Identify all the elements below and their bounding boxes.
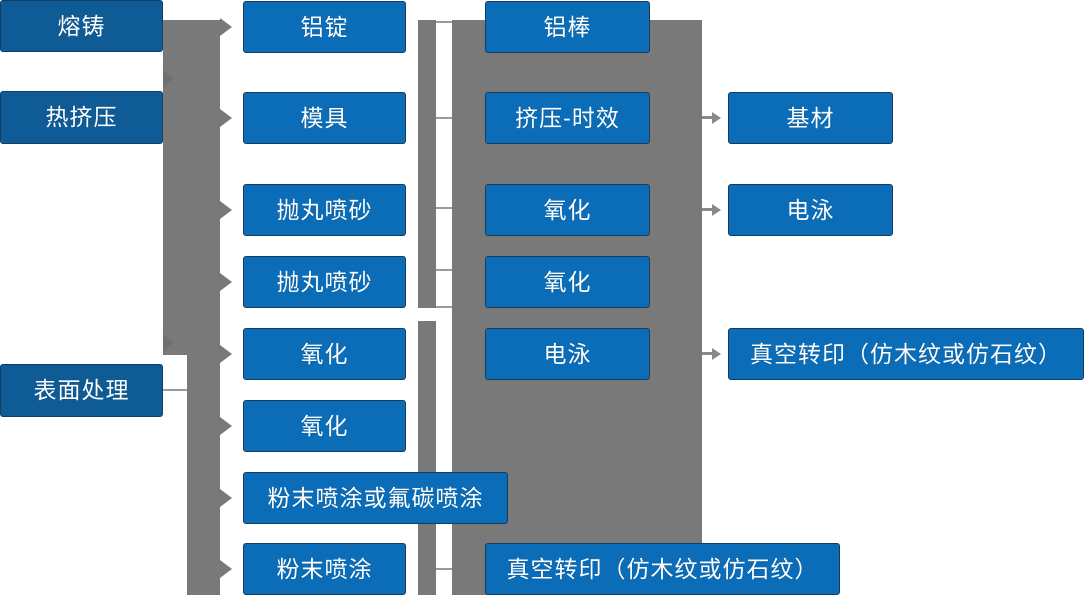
node-vacuum-transfer-2[interactable]: 真空转印（仿木纹或仿石纹）: [728, 328, 1084, 380]
arrow-to-die-mold: [220, 109, 232, 127]
node-extrusion-aging[interactable]: 挤压-时效: [485, 92, 650, 144]
stem-to-vacuum-transfer-2: [702, 352, 712, 355]
arrow-to-vacuum-transfer-2: [712, 348, 721, 360]
node-base-material[interactable]: 基材: [728, 92, 893, 144]
left-band-top-cap: [163, 20, 220, 38]
node-label: 粉末喷涂: [276, 555, 373, 582]
arrow-to-aluminum-ingot: [220, 18, 232, 36]
node-label: 粉末喷涂或氟碳喷涂: [267, 484, 484, 511]
band-chevron-1: [163, 70, 173, 88]
band-notch-2: [163, 391, 187, 595]
node-label: 热挤压: [45, 104, 118, 130]
node-label: 铝锭: [300, 13, 349, 40]
node-label: 模具: [300, 104, 349, 131]
node-electrophoresis-1[interactable]: 电泳: [485, 328, 650, 380]
middle-narrow-bar-upper: [418, 20, 436, 308]
middle-narrow-bar-lower: [418, 321, 436, 595]
node-label: 氧化: [543, 268, 592, 295]
node-melt-cast[interactable]: 熔铸: [0, 0, 163, 52]
arrow-to-oxidation-1: [220, 345, 232, 363]
node-oxidation-4[interactable]: 氧化: [485, 256, 650, 308]
surface-treatment-stub: [163, 389, 187, 391]
node-die-mold[interactable]: 模具: [243, 92, 406, 144]
node-shot-blast-1[interactable]: 抛丸喷砂: [243, 184, 406, 236]
node-label: 电泳: [543, 340, 592, 367]
arrow-to-base-material: [712, 112, 721, 124]
arrow-to-shot-blast-1: [220, 201, 232, 219]
node-oxidation-2[interactable]: 氧化: [243, 400, 406, 452]
arrow-to-shot-blast-2: [220, 273, 232, 291]
node-powder-or-pvdf-spray[interactable]: 粉末喷涂或氟碳喷涂: [243, 472, 508, 524]
stem-to-electrophoresis-2: [702, 208, 712, 211]
arrow-to-powder-or-pvdf: [220, 489, 232, 507]
node-label: 真空转印（仿木纹或仿石纹）: [506, 555, 819, 582]
node-label: 抛丸喷砂: [276, 196, 373, 223]
arrow-to-electrophoresis-2: [712, 204, 721, 216]
band-notch: [163, 355, 187, 389]
node-powder-spray[interactable]: 粉末喷涂: [243, 543, 406, 595]
node-label: 电泳: [786, 196, 835, 223]
stem-to-base-material: [702, 116, 712, 119]
node-aluminum-ingot[interactable]: 铝锭: [243, 1, 406, 53]
node-label: 表面处理: [33, 377, 130, 403]
node-label: 氧化: [543, 196, 592, 223]
node-label: 真空转印（仿木纹或仿石纹）: [750, 340, 1062, 367]
node-surface-treatment[interactable]: 表面处理: [0, 364, 163, 417]
node-label: 挤压-时效: [515, 104, 620, 131]
band-chevron-2: [163, 334, 173, 352]
arrow-to-powder-spray: [220, 560, 232, 578]
node-label: 抛丸喷砂: [276, 268, 373, 295]
node-label: 熔铸: [57, 12, 106, 39]
node-oxidation-1[interactable]: 氧化: [243, 328, 406, 380]
node-electrophoresis-2[interactable]: 电泳: [728, 184, 893, 236]
node-aluminum-bar[interactable]: 铝棒: [485, 1, 650, 53]
arrow-to-oxidation-2: [220, 417, 232, 435]
node-label: 氧化: [300, 412, 349, 439]
node-shot-blast-2[interactable]: 抛丸喷砂: [243, 256, 406, 308]
node-label: 基材: [786, 104, 835, 131]
node-label: 氧化: [300, 340, 349, 367]
node-hot-extrusion[interactable]: 热挤压: [0, 91, 163, 144]
node-label: 铝棒: [543, 13, 592, 40]
node-oxidation-3[interactable]: 氧化: [485, 184, 650, 236]
node-vacuum-transfer-1[interactable]: 真空转印（仿木纹或仿石纹）: [485, 543, 840, 595]
